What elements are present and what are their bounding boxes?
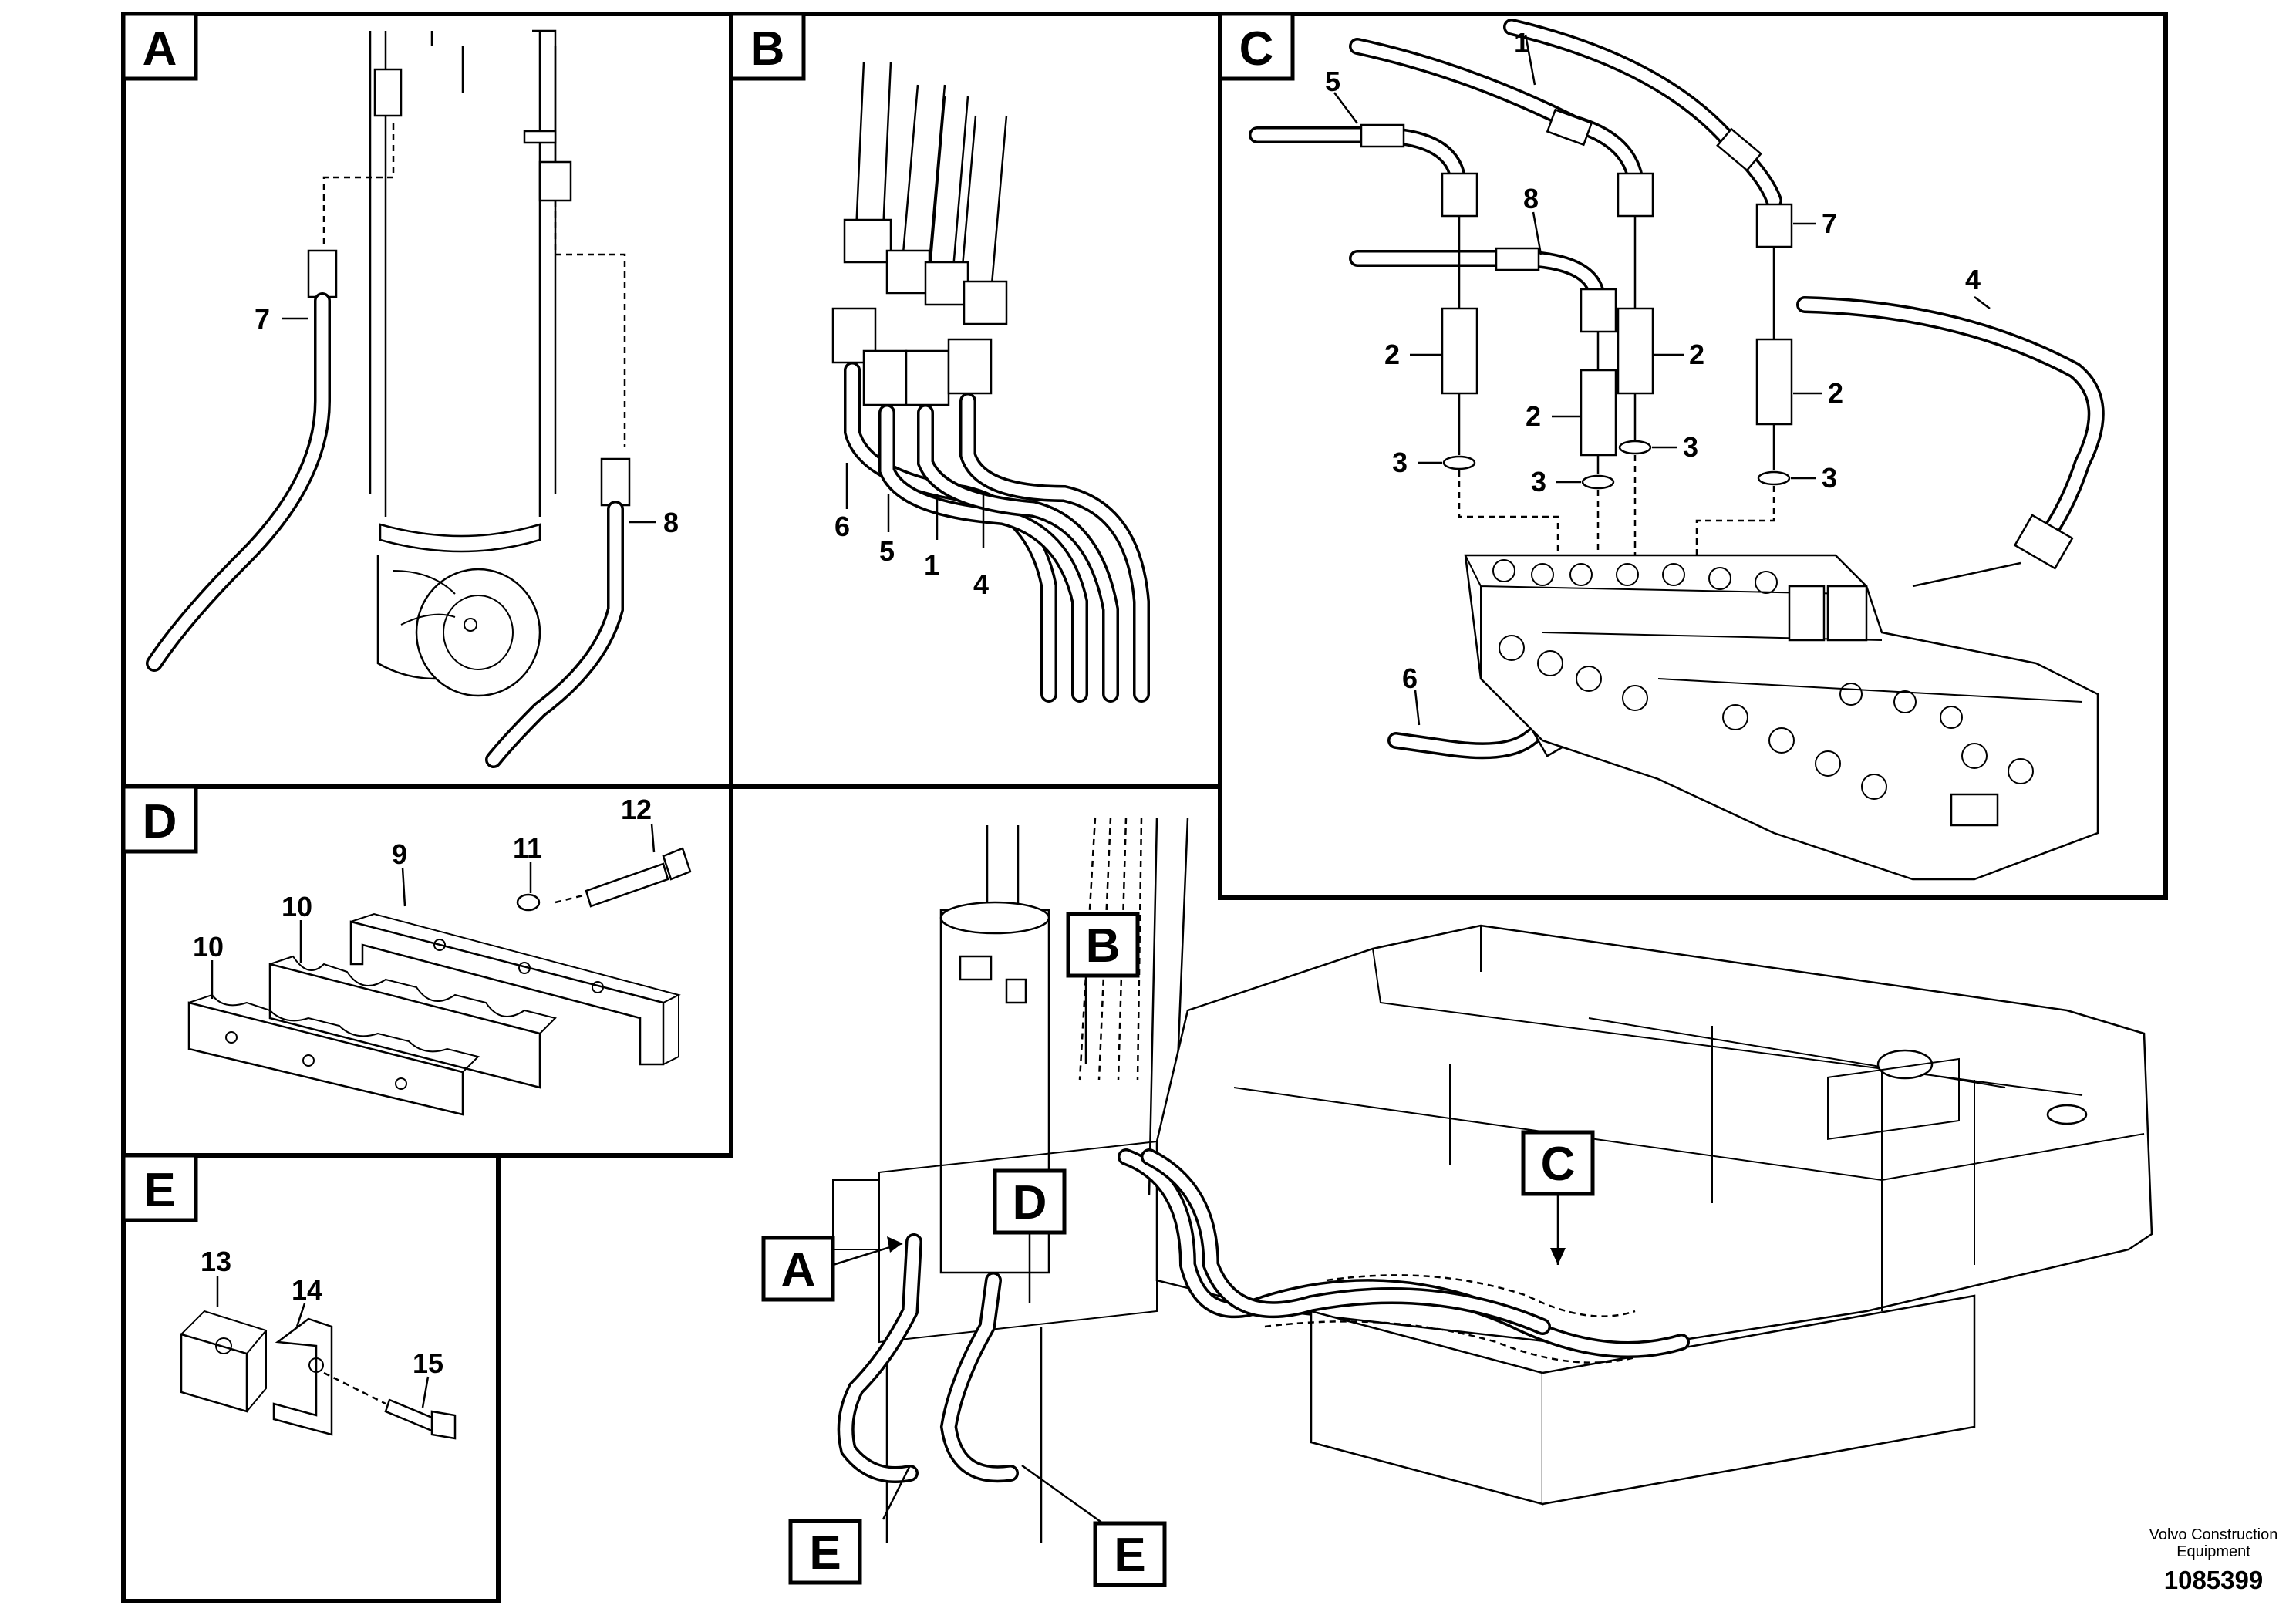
callout-d-12: 12 <box>621 794 652 825</box>
overview-marker-a-label: A <box>781 1243 816 1297</box>
overview-marker-b: B <box>1066 912 1140 978</box>
overview-marker-e-right: E <box>1093 1521 1167 1587</box>
control-valve-block <box>1464 554 2099 881</box>
hose-7-fitting <box>307 249 338 298</box>
callout-c-6: 6 <box>1402 663 1418 694</box>
callout-a-8: 8 <box>663 507 679 538</box>
adapter-2a <box>1441 307 1478 395</box>
overview-marker-b-label: B <box>1086 919 1121 973</box>
callout-c-3b: 3 <box>1531 466 1546 497</box>
callout-d-10-lower: 10 <box>193 931 224 963</box>
callout-c-7: 7 <box>1822 207 1837 239</box>
callout-c-3c: 3 <box>1683 431 1698 463</box>
panel-d-drawing: 12 9 11 10 10 <box>187 794 692 1116</box>
callout-c-2c: 2 <box>1689 339 1704 370</box>
counterweight <box>1310 1310 1544 1506</box>
panel-b-drawing: 6 5 1 4 <box>831 61 1150 703</box>
overview-drawing <box>832 817 2153 1543</box>
clamp-half-10-upper <box>268 963 541 1089</box>
callout-c-2d: 2 <box>1828 377 1843 409</box>
clamp-block-13 <box>180 1333 248 1413</box>
panel-b-tag: B <box>729 12 806 81</box>
bracket-14 <box>272 1317 333 1436</box>
overview-marker-a: A <box>761 1236 835 1302</box>
company-line-2: Equipment <box>2176 1543 2250 1560</box>
callout-d-10-upper: 10 <box>282 891 312 922</box>
panel-e-frame <box>121 1153 501 1603</box>
hose-8-fitting <box>600 457 631 507</box>
hose-4-fitting <box>947 338 993 395</box>
company-line-1: Volvo Construction <box>2149 1526 2278 1543</box>
panel-c-hose-4 <box>1796 296 2105 548</box>
panel-d-label: D <box>143 795 177 848</box>
o-ring-3d <box>1757 470 1791 486</box>
panel-e-label: E <box>143 1164 175 1217</box>
hose-5-fitting <box>862 349 908 406</box>
panel-a-tag: A <box>121 12 198 81</box>
panel-a-frame <box>121 12 733 789</box>
panel-c-drawing: 1 5 8 7 4 2 2 2 2 3 3 3 3 6 <box>1249 19 2105 881</box>
overview-marker-e-right-label: E <box>1114 1529 1145 1582</box>
o-ring-3a <box>1442 455 1476 470</box>
panel-d-tag: D <box>121 784 198 854</box>
overview-marker-c-label: C <box>1541 1138 1576 1191</box>
overview-marker-e-left-label: E <box>809 1526 841 1580</box>
callout-c-8: 8 <box>1523 183 1539 214</box>
callout-c-2a: 2 <box>1384 339 1400 370</box>
o-ring-3c <box>1618 440 1652 455</box>
overview-marker-e-left: E <box>788 1519 862 1585</box>
callout-c-3a: 3 <box>1392 447 1408 478</box>
panel-c-tag: C <box>1218 12 1295 81</box>
callout-e-14: 14 <box>292 1274 322 1306</box>
panel-c-frame <box>1218 12 2168 900</box>
callout-b-1: 1 <box>924 549 939 581</box>
panel-e-tag: E <box>121 1153 198 1222</box>
callout-e-13: 13 <box>201 1246 231 1277</box>
bolt-15 <box>384 1398 437 1432</box>
overview-marker-d: D <box>993 1168 1067 1235</box>
adapter-2b <box>1580 369 1617 457</box>
hose-1-fitting <box>905 349 950 406</box>
clamp-half-10-lower <box>187 1001 464 1116</box>
callout-c-1: 1 <box>1514 27 1529 59</box>
callout-c-5: 5 <box>1325 66 1340 97</box>
callout-c-2b: 2 <box>1526 400 1541 432</box>
panel-b-label: B <box>750 22 785 76</box>
callout-b-5: 5 <box>879 535 895 567</box>
overview-marker-d-label: D <box>1013 1176 1047 1229</box>
panel-e-drawing: 13 14 15 <box>180 1246 457 1440</box>
panel-c-hose-1 <box>1349 38 1644 186</box>
callout-c-4: 4 <box>1965 264 1981 295</box>
callout-e-15: 15 <box>413 1347 443 1379</box>
panel-a-label: A <box>143 22 177 76</box>
washer-11 <box>516 893 541 912</box>
bolt-12 <box>585 862 669 908</box>
document-number: 1085399 <box>2164 1566 2263 1594</box>
callout-c-3d: 3 <box>1822 462 1837 494</box>
o-ring-3b <box>1581 474 1615 490</box>
bracket-9 <box>349 920 665 1066</box>
cylinder-eye <box>415 568 541 697</box>
overview-marker-c: C <box>1521 1130 1595 1196</box>
panel-a-drawing: 7 8 <box>146 29 679 768</box>
callout-a-7: 7 <box>255 303 270 335</box>
callout-d-9: 9 <box>392 838 407 870</box>
callout-d-11: 11 <box>513 832 542 864</box>
adapter-2d <box>1755 338 1793 426</box>
adapter-2c <box>1617 307 1654 395</box>
callout-b-6: 6 <box>834 511 850 542</box>
callout-b-4: 4 <box>973 568 989 600</box>
panel-c-label: C <box>1239 22 1274 76</box>
